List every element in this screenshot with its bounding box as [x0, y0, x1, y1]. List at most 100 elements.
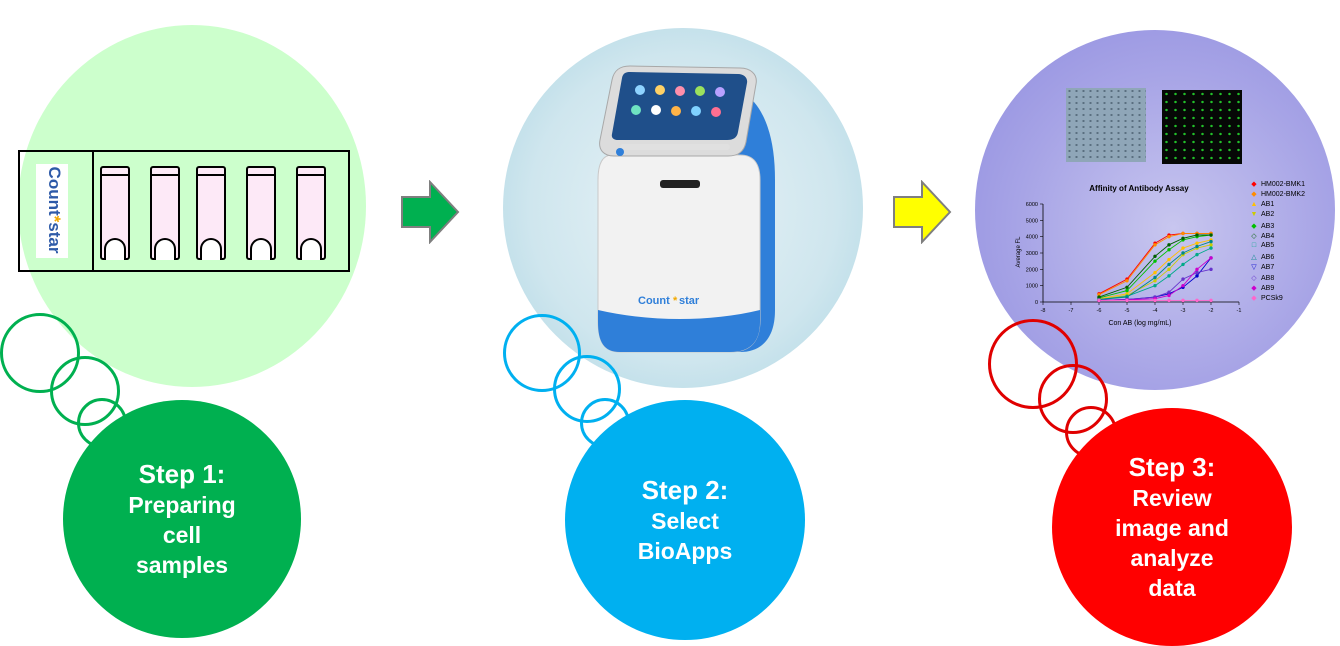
green-arrow-icon [400, 180, 460, 244]
chart-xlabel: Con AB (log mg/mL) [1108, 320, 1171, 327]
chart-data-point [1097, 295, 1101, 299]
chart-data-point [1209, 256, 1213, 260]
chart-data-point [1153, 298, 1157, 303]
chart-data-point [1153, 283, 1157, 288]
chart-legend-marker: □ [1251, 242, 1257, 250]
chart-data-point [1167, 298, 1171, 303]
chart-data-point [1209, 298, 1213, 303]
chart-data-point [1167, 267, 1171, 272]
chart-legend-marker: ▼ [1250, 211, 1258, 219]
chart-legend-label: HM002-BMK1 [1261, 181, 1305, 188]
chart-data-point [1181, 298, 1185, 303]
chart-x-tick-label: -4 [1153, 308, 1158, 314]
chart-data-point [1153, 254, 1157, 258]
chart-data-point [1181, 246, 1185, 250]
yellow-arrow-icon [892, 180, 952, 244]
chart-y-tick-label: 3000 [1026, 251, 1038, 257]
step2-ring-large [503, 314, 581, 392]
sample-tube [196, 166, 226, 260]
slide-label-section: Count*star [20, 152, 94, 270]
countstar-instrument: Count * star [590, 60, 780, 360]
chart-legend-label: AB7 [1261, 264, 1275, 272]
chart-legend-item: ▽ AB7 [1250, 263, 1274, 271]
chart-legend-item: ◆ AB3 [1250, 222, 1274, 230]
chart-y-tick-label: 1000 [1026, 284, 1038, 290]
chart-data-point [1097, 292, 1101, 297]
chart-data-point [1195, 252, 1199, 257]
chart-data-point [1167, 290, 1171, 294]
chart-data-point [1181, 231, 1185, 236]
chart-legend-label: AB2 [1261, 211, 1275, 219]
chart-y-tick-label: 5000 [1026, 218, 1038, 224]
chart-data-point [1195, 233, 1199, 237]
chart-data-point [1181, 283, 1185, 288]
chart-legend-item: △ AB6 [1250, 253, 1274, 261]
chart-data-point [1181, 262, 1185, 267]
chart-legend-label: AB1 [1261, 200, 1275, 208]
affinity-chart: Affinity of Antibody Assay Average FL Co… [1005, 180, 1305, 330]
sample-tube [246, 166, 276, 260]
chart-legend-item: ◆ PCSk9 [1250, 294, 1283, 302]
chart-title: Affinity of Antibody Assay [1089, 184, 1189, 193]
chart-legend-marker: ◇ [1251, 274, 1257, 282]
chart-legend-label: AB6 [1261, 253, 1275, 261]
step2-circle: Step 2: Select BioApps [565, 400, 805, 640]
chart-legend-label: PCSk9 [1261, 295, 1283, 303]
chart-legend-marker: ◇ [1251, 233, 1257, 240]
chart-legend-item: ◆AB9 [1250, 284, 1274, 292]
sample-tube [100, 166, 130, 260]
chart-data-point [1167, 274, 1171, 278]
chart-ylabel: Average FL [1016, 236, 1022, 268]
chart-data-point [1195, 241, 1199, 245]
chart-data-point [1209, 239, 1213, 244]
chart-legend-item: ▼AB2 [1250, 211, 1275, 219]
step1-title: Step 1: [138, 458, 226, 489]
chart-y-tick-label: 6000 [1026, 202, 1038, 208]
chart-data-point [1153, 243, 1157, 247]
chart-legend-marker: ◆ [1251, 222, 1257, 230]
chart-data-point [1209, 233, 1213, 237]
step2-title: Step 2: [641, 474, 729, 505]
chart-x-tick-label: -8 [1041, 308, 1046, 314]
sample-slide: Count*star [18, 150, 350, 272]
chart-data-point [1167, 234, 1171, 239]
chart-data-point [1195, 298, 1199, 303]
chart-y-tick-label: 2000 [1026, 267, 1038, 273]
chart-legend-item: ◇ AB8 [1250, 274, 1274, 282]
step1-description: Preparing cell samples [128, 491, 236, 578]
chart-data-point [1167, 293, 1171, 298]
step3-description: Review image and analyze data [1115, 484, 1229, 601]
countstar-logo: Count*star [36, 164, 68, 258]
countstar-logo-text: Count*star [45, 166, 64, 254]
chart-x-tick-label: -7 [1069, 308, 1074, 314]
step1-circle: Step 1: Preparing cell samples [63, 400, 301, 638]
chart-legend-item: ◇ AB4 [1250, 232, 1274, 240]
chart-data-point [1195, 244, 1199, 249]
chart-data-point [1125, 295, 1129, 299]
chart-series-line [1098, 239, 1212, 300]
chart-data-point [1209, 267, 1213, 272]
step1-ring-large [0, 313, 80, 393]
chart-legend: ◆HM002-BMK1◆HM002-BMK2▲AB1▼AB2◆AB3◇AB4□A… [1250, 180, 1330, 304]
chart-legend-marker: ▲ [1250, 200, 1258, 208]
chart-legend-marker: ◆ [1251, 181, 1257, 188]
chart-legend-label: AB3 [1261, 222, 1275, 230]
chart-data-point [1125, 298, 1129, 303]
chart-data-point [1097, 298, 1101, 303]
chart-x-tick-label: -3 [1181, 308, 1186, 314]
chart-data-point [1153, 259, 1157, 263]
chart-legend-label: AB8 [1261, 274, 1275, 282]
chart-x-tick-label: -5 [1125, 308, 1130, 314]
brightfield-image [1066, 88, 1146, 162]
chart-legend-marker: ▽ [1251, 264, 1257, 272]
chart-legend-marker: ◆ [1251, 295, 1257, 303]
chart-data-point [1125, 279, 1129, 283]
svg-text:star: star [679, 295, 700, 307]
step3-title: Step 3: [1128, 451, 1216, 482]
chart-legend-label: AB4 [1261, 233, 1275, 240]
chart-data-point [1153, 279, 1157, 283]
chart-data-point [1167, 257, 1171, 262]
svg-text:Count: Count [638, 295, 670, 307]
chart-legend-marker: △ [1251, 253, 1257, 261]
chart-legend-label: AB9 [1261, 285, 1275, 292]
